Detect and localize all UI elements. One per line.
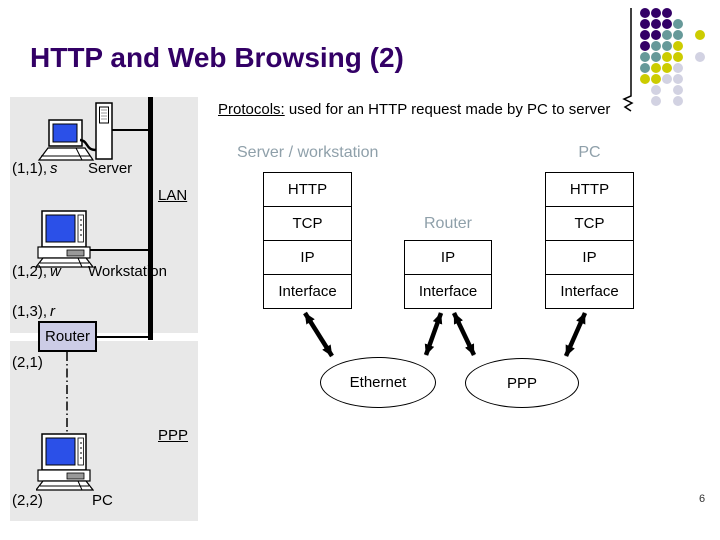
stack-layer: HTTP	[545, 172, 634, 207]
decor-dot	[640, 74, 650, 84]
decor-dot	[651, 74, 661, 84]
pc-coord-label: (2,2)	[12, 492, 43, 509]
decor-dot	[640, 52, 650, 62]
pc-icon	[36, 433, 94, 491]
ppp-label: PPP	[158, 427, 189, 444]
ppp-segment-panel	[10, 341, 198, 521]
subtitle-lead: Protocols:	[218, 101, 285, 118]
router-lan-link	[94, 336, 153, 338]
arrow-router-ppp	[451, 312, 477, 356]
stack-router: IP Interface	[404, 240, 492, 309]
decor-dot	[673, 41, 683, 51]
stack-layer: IP	[545, 240, 634, 275]
stack-layer: Interface	[404, 274, 492, 309]
decor-dot	[651, 30, 661, 40]
decor-dot	[651, 96, 661, 106]
stack-header-pc: PC	[578, 144, 601, 161]
decor-dot	[640, 63, 650, 73]
ethernet-ellipse: Ethernet	[320, 357, 436, 408]
arrow-pc-ppp	[563, 312, 588, 357]
workstation-lan-link	[88, 249, 148, 251]
stack-layer: IP	[404, 240, 492, 275]
ppp-ellipse: PPP	[465, 358, 579, 408]
stack-layer: HTTP	[263, 172, 352, 207]
pc-name-label: PC	[92, 492, 113, 509]
stack-header-router: Router	[423, 215, 473, 232]
arrow-server-ethernet	[303, 311, 334, 358]
decor-dot	[651, 52, 661, 62]
decor-dot	[662, 63, 672, 73]
decor-dot	[673, 63, 683, 73]
decor-dot	[640, 8, 650, 18]
router-pc-dashed-link	[66, 352, 68, 436]
decor-dot	[651, 19, 661, 29]
decor-dot	[662, 41, 672, 51]
decor-dot	[673, 19, 683, 29]
decor-dot	[662, 19, 672, 29]
decor-dot	[695, 30, 705, 40]
server-name-label: Server	[88, 160, 133, 177]
stack-layer: Interface	[263, 274, 352, 309]
ppp-ellipse-label: PPP	[506, 374, 537, 392]
stack-header-server-workstation: Server / workstation	[237, 144, 379, 161]
subtitle: Protocols: used for an HTTP request made…	[218, 101, 610, 118]
decor-dot	[662, 74, 672, 84]
decor-dot	[662, 52, 672, 62]
decor-dot	[651, 8, 661, 18]
stack-pc: HTTP TCP IP Interface	[545, 172, 634, 309]
decor-dot	[640, 41, 650, 51]
arrow-router-ethernet	[423, 312, 444, 356]
accent-line	[622, 8, 634, 112]
workstation-name-label: Workstation	[88, 263, 167, 280]
stack-layer: TCP	[545, 206, 634, 241]
decor-dot	[640, 30, 650, 40]
router-box-label: Router	[44, 328, 91, 345]
stack-layer: TCP	[263, 206, 352, 241]
decor-dot	[673, 96, 683, 106]
subtitle-rest: used for an HTTP request made by PC to s…	[284, 101, 611, 118]
server-coord-label: (1,1),s	[12, 160, 58, 177]
stack-layer: Interface	[545, 274, 634, 309]
page-number: 6	[699, 493, 706, 505]
decor-dot	[662, 8, 672, 18]
workstation-coord-label: (1,2),w	[12, 263, 61, 280]
decor-dot	[640, 19, 650, 29]
lan-bus-line	[148, 97, 153, 340]
decor-dot	[673, 74, 683, 84]
server-icon	[37, 102, 113, 161]
decor-dot	[651, 63, 661, 73]
ethernet-label: Ethernet	[349, 374, 407, 391]
decor-dot	[673, 30, 683, 40]
workstation-icon	[36, 210, 94, 268]
ppp-side-coord-label: (2,1)	[12, 354, 43, 371]
decor-dot	[662, 30, 672, 40]
decor-dot	[695, 52, 705, 62]
router-box: Router	[38, 321, 97, 352]
lan-label: LAN	[158, 187, 188, 204]
stack-server-workstation: HTTP TCP IP Interface	[263, 172, 352, 309]
page-title: HTTP and Web Browsing (2)	[30, 42, 404, 73]
server-lan-link	[110, 129, 148, 131]
decor-dot	[651, 85, 661, 95]
decor-dot	[673, 52, 683, 62]
router-coord-label: (1,3),r	[12, 303, 56, 320]
dot-grid	[640, 8, 710, 118]
decor-dot	[673, 85, 683, 95]
stack-layer: IP	[263, 240, 352, 275]
decor-dot	[651, 41, 661, 51]
